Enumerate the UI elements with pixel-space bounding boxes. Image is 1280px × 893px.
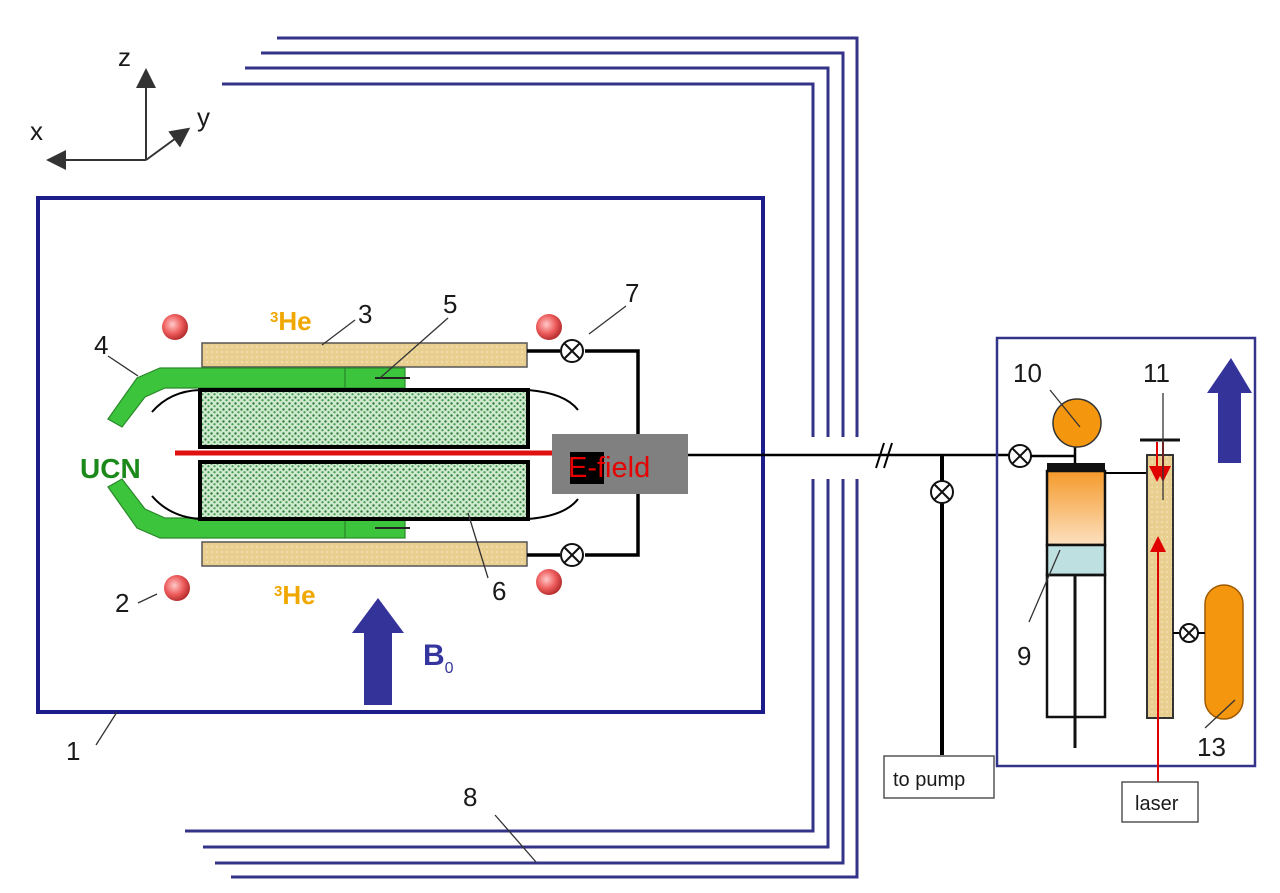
laser-box [1121,781,1199,823]
efield-label-box: E-field [552,434,688,494]
callout-5: 5 [379,289,457,379]
electrode-curve-left-top [151,389,201,413]
he3-cell-bottom [201,541,528,567]
callout-8: 8 [463,782,537,863]
valve-pump[interactable] [930,480,954,504]
pipe-break-marks [875,442,893,469]
efield-box-overlay [570,452,604,484]
callout-13: 13 [1197,699,1236,762]
x-axis-label: x [30,116,43,146]
electrode-curve-right-top [527,389,579,411]
efield-label: E-field [568,452,650,484]
svg-text:5: 5 [443,289,457,319]
coordinate-axes: z x y [30,42,210,170]
precession-chamber-top [198,388,530,449]
svg-text:1: 1 [66,736,80,766]
callout-6: 6 [467,512,506,606]
callout-11: 11 [1143,358,1170,500]
optical-pumping-cell [1146,454,1174,719]
svg-text:6: 6 [492,576,506,606]
valve-7-bottom[interactable] [560,543,584,567]
ucn-guide-top [107,367,410,428]
valve-bottle[interactable] [1179,623,1199,643]
callout-7: 7 [588,278,639,335]
ucn-label: UCN [80,453,141,484]
callout-3: 3 [321,299,372,346]
y-axis-label: y [197,102,210,132]
he3-label-bottom: 3He [274,580,316,610]
compressor-gas [1045,469,1107,547]
svg-text:4: 4 [94,330,108,360]
valve-inlet[interactable] [1008,444,1032,468]
callout-2: 2 [115,588,158,618]
to-pump-label: to pump [893,769,965,791]
electrode-curve-right-bottom [527,498,579,520]
svg-text:8: 8 [463,782,477,812]
valve-7-top[interactable] [560,339,584,363]
b0-label: B0 [423,639,454,677]
polarizer-enclosure [995,336,1257,768]
laser-label: laser [1135,793,1179,815]
he3-label-top: 3He [270,306,312,336]
svg-text:10: 10 [1013,358,1042,388]
callout-1: 1 [66,711,118,766]
to-pump-box [883,755,995,799]
svg-text:11: 11 [1143,358,1170,388]
shield-gap [800,437,870,479]
callout-10: 10 [1013,358,1081,428]
he3-cell-top [201,342,528,368]
holding-field-arrow [1207,358,1252,463]
svg-text:2: 2 [115,588,129,618]
compressor [1045,463,1107,748]
shield-layer-3 [215,51,845,865]
z-axis-label: z [118,42,131,72]
magnetic-shield-layers [185,36,870,879]
b0-field-arrow [352,598,404,705]
svg-text:13: 13 [1197,732,1226,762]
coil-sphere-top-left [162,314,188,340]
he3-storage-bottle [1204,584,1244,720]
coil-sphere-bottom-left [164,575,190,601]
shield-layer-2 [203,66,830,849]
coil-sphere-top-right [536,314,562,340]
precession-chamber-bottom [198,460,530,521]
coil-sphere-bottom-right [536,569,562,595]
electrode-curve-left-bottom [151,495,201,520]
compressor-cap [1047,463,1105,471]
svg-text:7: 7 [625,278,639,308]
svg-text:3: 3 [358,299,372,329]
callout-4: 4 [94,330,139,377]
y-axis-arrow [145,127,191,161]
svg-text:9: 9 [1017,641,1031,671]
callout-9: 9 [1017,549,1061,671]
